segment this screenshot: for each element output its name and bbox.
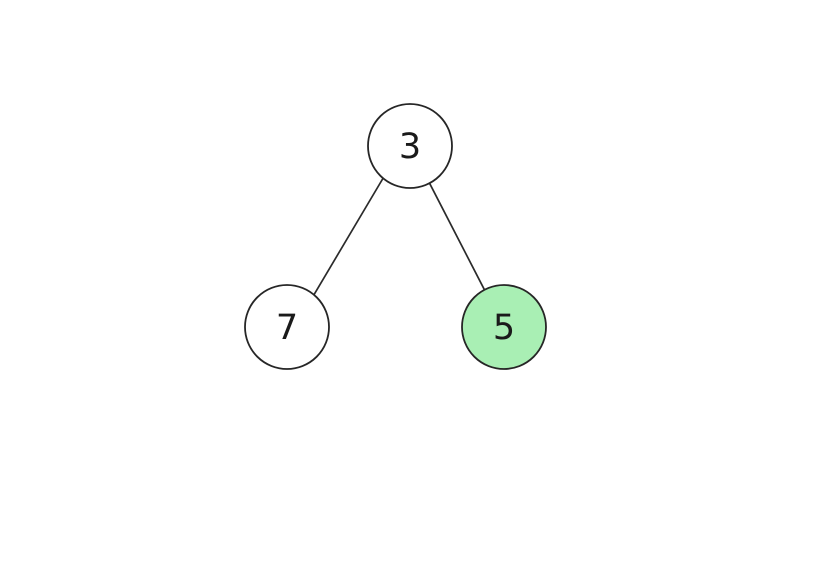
edge-root-to-right-child (428, 182, 486, 291)
tree-node-left-child[interactable]: 7 (244, 284, 330, 370)
edges-group (313, 177, 486, 296)
node-circle-root[interactable] (367, 103, 453, 189)
node-label-root: 3 (399, 127, 421, 167)
tree-node-right-child-highlighted[interactable]: 5 (461, 284, 547, 370)
nodes-group: 3 7 5 (244, 103, 547, 370)
node-label-left-child: 7 (276, 308, 298, 348)
edge-root-to-left-child (313, 177, 384, 296)
node-circle-right-child[interactable] (461, 284, 547, 370)
tree-node-root[interactable]: 3 (367, 103, 453, 189)
node-circle-left-child[interactable] (244, 284, 330, 370)
node-label-right-child: 5 (493, 308, 515, 348)
